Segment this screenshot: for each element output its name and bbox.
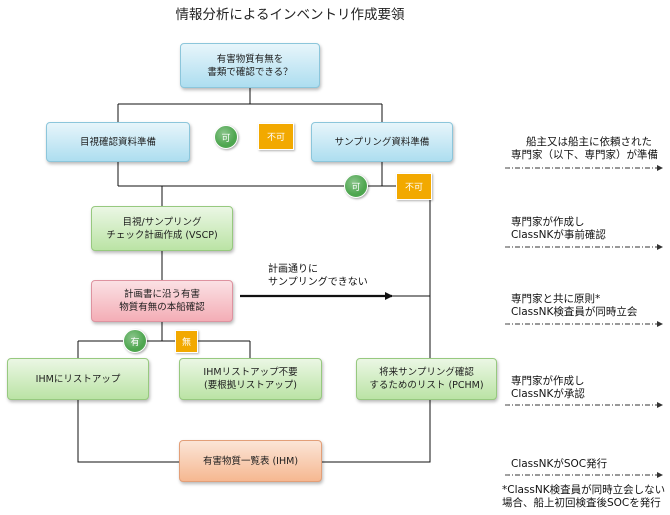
note-soc: ClassNKがSOC発行 xyxy=(511,458,607,471)
not-required-box: IHMリストアップ不要 (要根拠リストアップ) xyxy=(179,358,322,400)
pchm-line2: するためのリスト (PCHM) xyxy=(369,380,484,391)
vscp-line2: チェック計画作成 (VSCP) xyxy=(106,229,218,241)
visual-prep-label: 目視確認資料準備 xyxy=(79,136,156,148)
document-check-line1: 有害物質有無を xyxy=(216,53,284,65)
document-check-box: 有害物質有無を 書類で確認できる？ xyxy=(180,43,320,88)
note-onboard: 専門家と共に原則* ClassNK検査員が同時立会 xyxy=(511,293,637,319)
diagram-title: 情報分析によるインベントリ作成要領 xyxy=(175,7,405,23)
note-vscp-line1: 専門家が作成し xyxy=(511,216,585,228)
document-check-line2: 書類で確認できる？ xyxy=(207,66,293,78)
note-listing-line1: 専門家が作成し xyxy=(511,375,585,387)
footnote-line1: *ClassNK検査員が同時立会しない xyxy=(502,484,666,496)
yes-badge-1: 可 xyxy=(214,125,238,149)
vscp-box: 目視/サンプリング チェック計画作成 (VSCP) xyxy=(91,206,233,251)
present-badge: 有 xyxy=(123,329,147,353)
no-badge-1: 不可 xyxy=(258,123,294,150)
note-vscp-line2: ClassNKが事前確認 xyxy=(511,229,606,241)
no-badge-2: 不可 xyxy=(396,173,432,200)
note-listing: 専門家が作成し ClassNKが承認 xyxy=(511,375,585,401)
absent-badge: 無 xyxy=(175,330,198,353)
visual-prep-box: 目視確認資料準備 xyxy=(46,122,190,162)
not-required-line2: (要根拠リストアップ) xyxy=(204,380,297,391)
ihm-list-label: IHMにリストアップ xyxy=(35,373,121,385)
note-preparation-line1: 船主又は船主に依頼された xyxy=(526,136,652,148)
sampling-prep-label: サンプリング資料準備 xyxy=(334,136,430,148)
note-soc-line1: ClassNKがSOC発行 xyxy=(511,458,608,470)
vscp-line1: 目視/サンプリング xyxy=(122,216,202,228)
note-preparation-line2: 専門家（以下、専門家）が準備 xyxy=(511,149,658,161)
sampling-prep-box: サンプリング資料準備 xyxy=(311,122,453,162)
connector-ihm-list-to-ihm xyxy=(77,400,179,463)
note-onboard-line2: ClassNK検査員が同時立会 xyxy=(511,306,638,318)
connector-pchm-to-ihm xyxy=(322,400,431,463)
sampling-failed-line1: 計画通りに xyxy=(268,264,318,275)
pchm-line1: 将来サンプリング確認 xyxy=(379,367,474,378)
ihm-list-box: IHMにリストアップ xyxy=(7,358,149,400)
footnote-line2: 場合、船上初回検査後SOCを発行 xyxy=(502,497,661,509)
note-vscp: 専門家が作成し ClassNKが事前確認 xyxy=(511,216,606,242)
sampling-failed-line2: サンプリングできない xyxy=(268,277,368,288)
onboard-check-line2: 物質有無の本船確認 xyxy=(119,302,205,313)
not-required-line1: IHMリストアップ不要 xyxy=(203,367,298,378)
ihm-label: 有害物質一覧表 (IHM) xyxy=(202,455,299,467)
pchm-box: 将来サンプリング確認 するためのリスト (PCHM) xyxy=(356,358,497,400)
note-listing-line2: ClassNKが承認 xyxy=(511,388,585,400)
footnote: *ClassNK検査員が同時立会しない 場合、船上初回検査後SOCを発行 xyxy=(502,484,665,510)
onboard-check-box: 計画書に沿う有害 物質有無の本船確認 xyxy=(91,280,233,322)
note-onboard-line1: 専門家と共に原則* xyxy=(511,293,601,305)
ihm-box: 有害物質一覧表 (IHM) xyxy=(179,440,322,482)
sampling-failed-label: 計画通りに サンプリングできない xyxy=(268,263,368,289)
note-preparation: 船主又は船主に依頼された 専門家（以下、専門家）が準備 xyxy=(511,136,658,162)
onboard-check-line1: 計画書に沿う有害 xyxy=(123,289,200,300)
yes-badge-2: 可 xyxy=(344,174,368,198)
